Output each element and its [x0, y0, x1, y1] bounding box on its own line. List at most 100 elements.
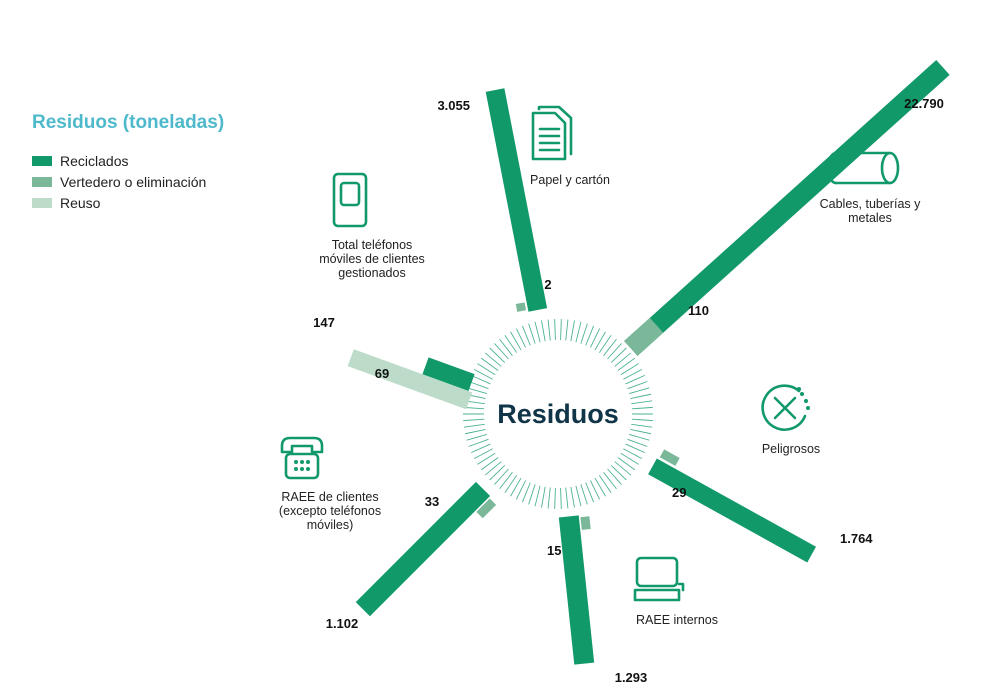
ring-tick [463, 406, 485, 410]
ring-tick [510, 477, 522, 497]
ring-tick [631, 406, 653, 410]
icon-stroke [677, 582, 685, 592]
ring-tick [631, 400, 653, 405]
icon-stroke [280, 436, 324, 454]
ring-tick [620, 452, 639, 465]
icon-stroke [880, 151, 900, 185]
center-label: Residuos [497, 399, 619, 429]
ring-tick [590, 480, 601, 500]
ring-tick [484, 352, 502, 367]
legend-item-reuso: Reuso [32, 192, 224, 213]
ring-tick [473, 448, 493, 459]
ring-tick [534, 321, 541, 343]
ring-tick [620, 363, 639, 376]
ring-tick [515, 328, 526, 348]
icon-stroke [834, 151, 892, 185]
category-label-line: Papel y cartón [530, 173, 610, 187]
data-label: 29 [672, 485, 686, 500]
icon-dot [806, 406, 810, 410]
category-label-line: Cables, tuberías y [820, 197, 921, 211]
data-label: 1.102 [326, 616, 359, 631]
icon-stroke [531, 111, 567, 161]
icon-dot [300, 467, 304, 471]
mobile-phone-icon [332, 172, 368, 228]
ring-tick [630, 393, 652, 400]
ring-tick [521, 325, 531, 346]
ring-tick [603, 338, 617, 356]
ring-tick [560, 487, 562, 509]
legend-title: Residuos (toneladas) [32, 112, 225, 133]
category-label: Peligrosos [762, 442, 820, 456]
tick-ring [463, 319, 653, 509]
ring-tick [466, 433, 487, 441]
bar-vertedero-o-eliminacion [624, 317, 664, 356]
legend-label: Reciclados [60, 152, 129, 169]
ring-tick [528, 323, 536, 344]
legend-item-reciclados: Reciclados [32, 150, 224, 171]
icon-stroke [773, 396, 797, 420]
ring-tick [484, 461, 502, 476]
category-label: Papel y cartón [530, 173, 610, 187]
legend-label: Vertedero o eliminación [60, 173, 207, 190]
bar-reciclados [355, 481, 491, 617]
ring-tick [547, 319, 551, 341]
ring-tick [463, 418, 485, 422]
data-label: 15 [547, 543, 561, 558]
legend-swatch [32, 176, 52, 187]
ring-tick [631, 418, 653, 422]
hazard-icon [761, 384, 810, 431]
icon-dot [306, 467, 310, 471]
legend: Residuos (toneladas) Reciclados Verteder… [32, 112, 224, 213]
ring-tick [510, 331, 522, 351]
ring-tick [623, 448, 643, 459]
bar-reciclados [648, 458, 817, 563]
ring-tick [629, 387, 650, 395]
ring-tick [489, 347, 506, 363]
ring-tick [471, 374, 491, 385]
ring-tick [494, 468, 509, 485]
icon-stroke [332, 172, 368, 228]
ring-tick [625, 374, 645, 385]
bar-vertedero-o-eliminacion [659, 449, 680, 466]
ring-tick [580, 323, 588, 344]
ring-tick [554, 487, 556, 509]
ring-tick [585, 482, 595, 503]
ring-tick [627, 381, 648, 390]
ring-tick [499, 472, 513, 490]
ring-tick [494, 343, 509, 360]
ring-tick [607, 343, 622, 360]
category-label-line: Peligrosos [762, 442, 820, 456]
ring-tick [489, 465, 506, 481]
data-label: 2 [544, 277, 551, 292]
ring-tick [599, 475, 612, 494]
category-label-line: móviles) [307, 518, 354, 532]
ring-tick [477, 452, 496, 465]
ring-tick [629, 433, 650, 441]
data-label: 110 [688, 303, 709, 318]
icon-stroke [284, 452, 320, 480]
ring-tick [610, 465, 627, 481]
ring-tick [603, 472, 617, 490]
legend-swatch [32, 197, 52, 208]
ring-tick [504, 475, 517, 494]
icon-stroke [826, 151, 838, 185]
ring-tick [464, 428, 486, 435]
bar-reciclados [624, 59, 950, 356]
ring-tick [480, 357, 499, 371]
icon-dot [306, 460, 310, 464]
icon-dot [800, 392, 804, 396]
ring-tick [477, 363, 496, 376]
ring-tick [499, 338, 513, 356]
category-label: RAEE internos [636, 613, 718, 627]
ring-tick [585, 325, 595, 346]
ring-tick [575, 321, 582, 343]
category-label-line: RAEE de clientes [281, 490, 378, 504]
telephone-icon [280, 436, 324, 480]
ring-tick [599, 334, 612, 353]
legend-label: Reuso [60, 194, 101, 211]
ring-tick [575, 485, 582, 507]
category-label-line: gestionados [338, 266, 405, 280]
